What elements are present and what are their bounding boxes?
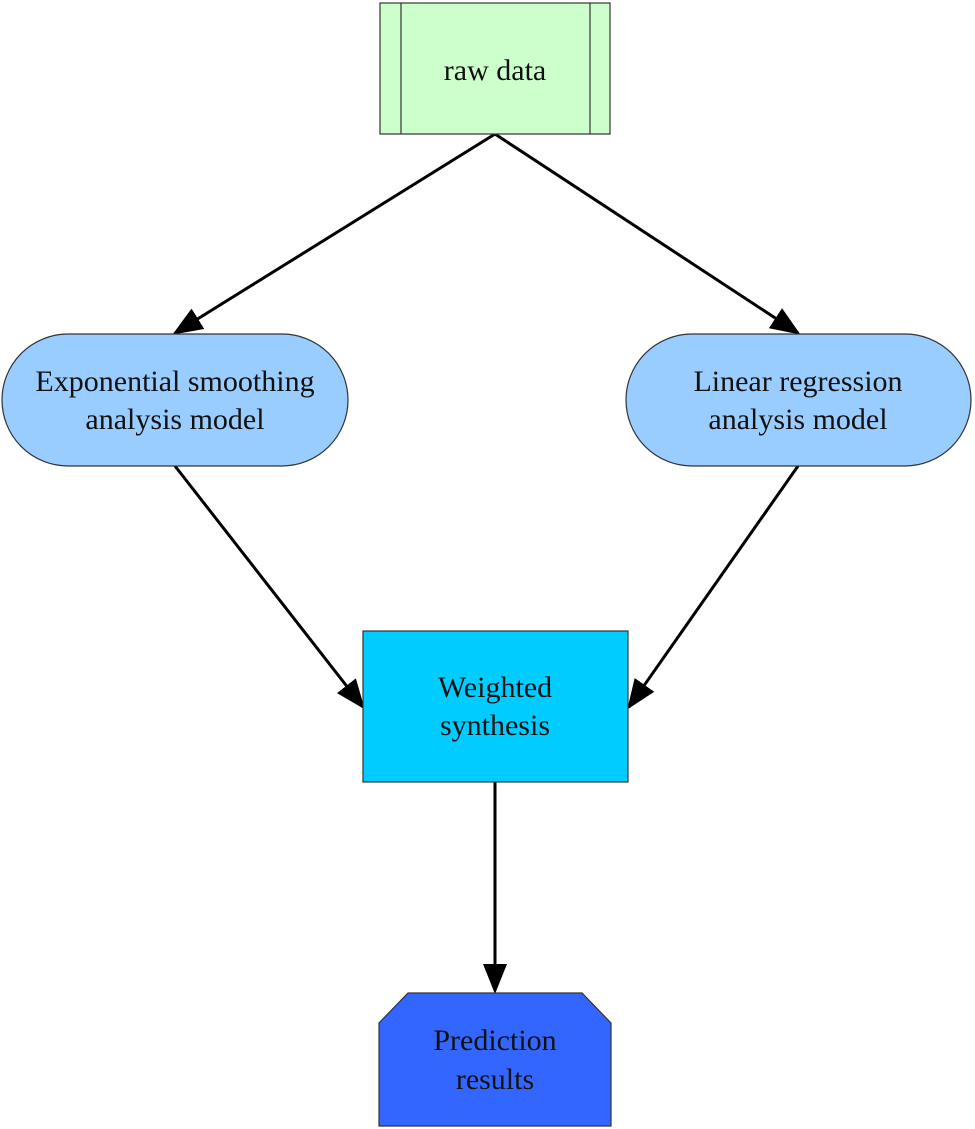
linear-regression-label-line2: analysis model bbox=[708, 403, 887, 436]
node-raw-data: raw data bbox=[379, 2, 611, 135]
exponential-smoothing-label-line2: analysis model bbox=[85, 403, 264, 436]
edges bbox=[172, 132, 801, 994]
edge-lin-to-weighted bbox=[627, 465, 800, 710]
node-weighted-synthesis: Weighted synthesis bbox=[362, 630, 629, 783]
prediction-results-label-line1: Prediction bbox=[433, 1024, 556, 1057]
node-exponential-smoothing: Exponential smoothing analysis model bbox=[1, 333, 349, 467]
raw-data-box bbox=[379, 2, 611, 135]
linear-regression-pill bbox=[625, 333, 972, 467]
node-prediction-results: Prediction results bbox=[378, 992, 612, 1127]
edge-exp-to-weighted bbox=[173, 465, 365, 710]
weighted-synthesis-label-line1: Weighted bbox=[438, 671, 552, 704]
prediction-results-label-line2: results bbox=[456, 1063, 534, 1096]
weighted-synthesis-box bbox=[362, 630, 629, 783]
edge-raw-to-lin bbox=[494, 132, 801, 335]
weighted-synthesis-label-line2: synthesis bbox=[440, 709, 550, 742]
exponential-smoothing-pill bbox=[1, 333, 349, 467]
node-linear-regression: Linear regression analysis model bbox=[625, 333, 972, 467]
raw-data-label: raw data bbox=[444, 54, 546, 87]
linear-regression-label-line1: Linear regression bbox=[693, 365, 902, 398]
edge-raw-to-exp bbox=[172, 132, 496, 335]
exponential-smoothing-label-line1: Exponential smoothing bbox=[35, 365, 314, 398]
prediction-results-shape bbox=[378, 992, 612, 1127]
